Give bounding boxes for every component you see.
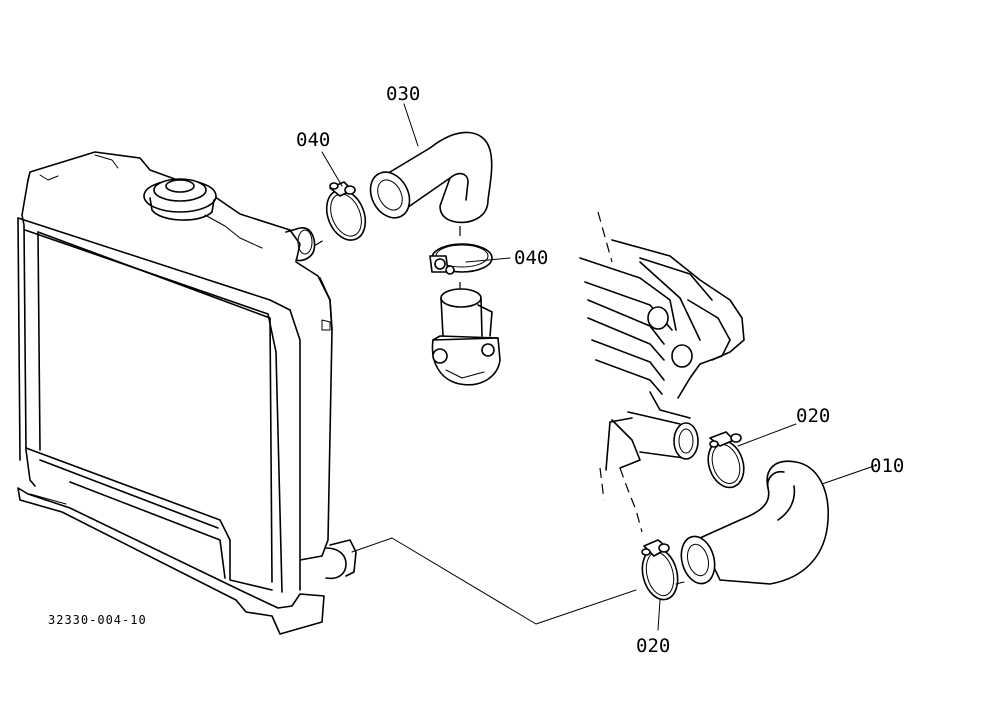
diagram-reference-number: 32330-004-10: [48, 613, 147, 627]
label-hose-lower: 010: [870, 455, 904, 477]
radiator: [17, 151, 357, 635]
label-clamp-upper-left: 040: [296, 129, 330, 151]
hose-clamp: [641, 539, 679, 601]
upper-hose: [313, 131, 493, 247]
hose-clamp: [325, 181, 367, 241]
connection-line: [351, 537, 637, 625]
label-clamp-lower-top: 020: [796, 405, 830, 427]
leader-lines: [321, 103, 875, 631]
hose-clamp: [707, 431, 745, 489]
connection-line: [675, 581, 685, 585]
engine-block: [579, 211, 745, 533]
label-clamp-lower-bottom: 020: [636, 635, 670, 657]
lower-hose: [680, 460, 829, 585]
label-hose-upper: 030: [386, 83, 420, 105]
hose-clamp: [429, 243, 493, 275]
thermostat-housing: [431, 210, 501, 386]
label-clamp-upper-right: 040: [514, 247, 548, 269]
